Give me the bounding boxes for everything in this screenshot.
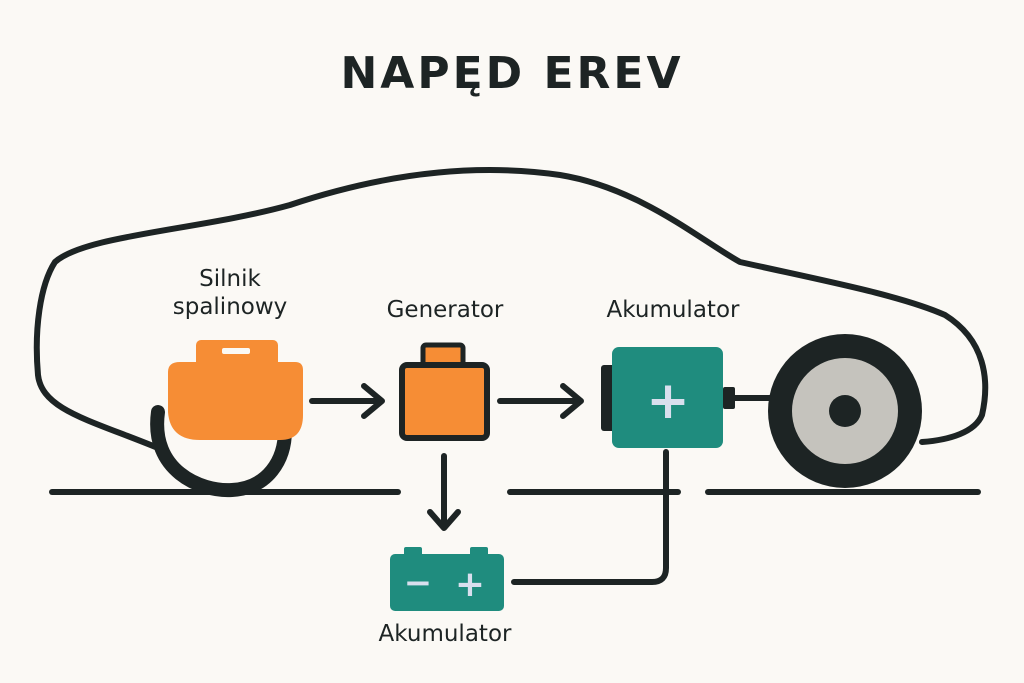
generator-icon: [399, 342, 490, 441]
arrow-engine-to-generator: [309, 383, 385, 419]
battery-small-label: Akumulator: [378, 621, 512, 647]
rear-wheel-icon: [768, 334, 922, 488]
battery-main-plus-symbol: +: [646, 371, 690, 431]
car-body-outline: [33, 167, 989, 451]
battery-link-wire: [511, 449, 669, 585]
engine-label: Silnik spalinowy: [150, 265, 310, 321]
diagram-title: NAPĘD EREV: [340, 48, 684, 99]
engine-label-line1: Silnik: [199, 266, 261, 292]
generator-label: Generator: [386, 297, 504, 323]
arrow-generator-to-battery: [497, 383, 584, 419]
battery-main-icon: +: [601, 347, 735, 448]
battery-main-label: Akumulator: [606, 297, 740, 323]
arrow-generator-to-small-battery: [427, 453, 461, 531]
engine-icon: [168, 340, 303, 440]
battery-small-icon: − +: [390, 547, 504, 611]
engine-label-line2: spalinowy: [172, 294, 288, 320]
battery-small-minus-symbol: −: [404, 563, 433, 603]
battery-small-plus-symbol: +: [455, 564, 485, 605]
